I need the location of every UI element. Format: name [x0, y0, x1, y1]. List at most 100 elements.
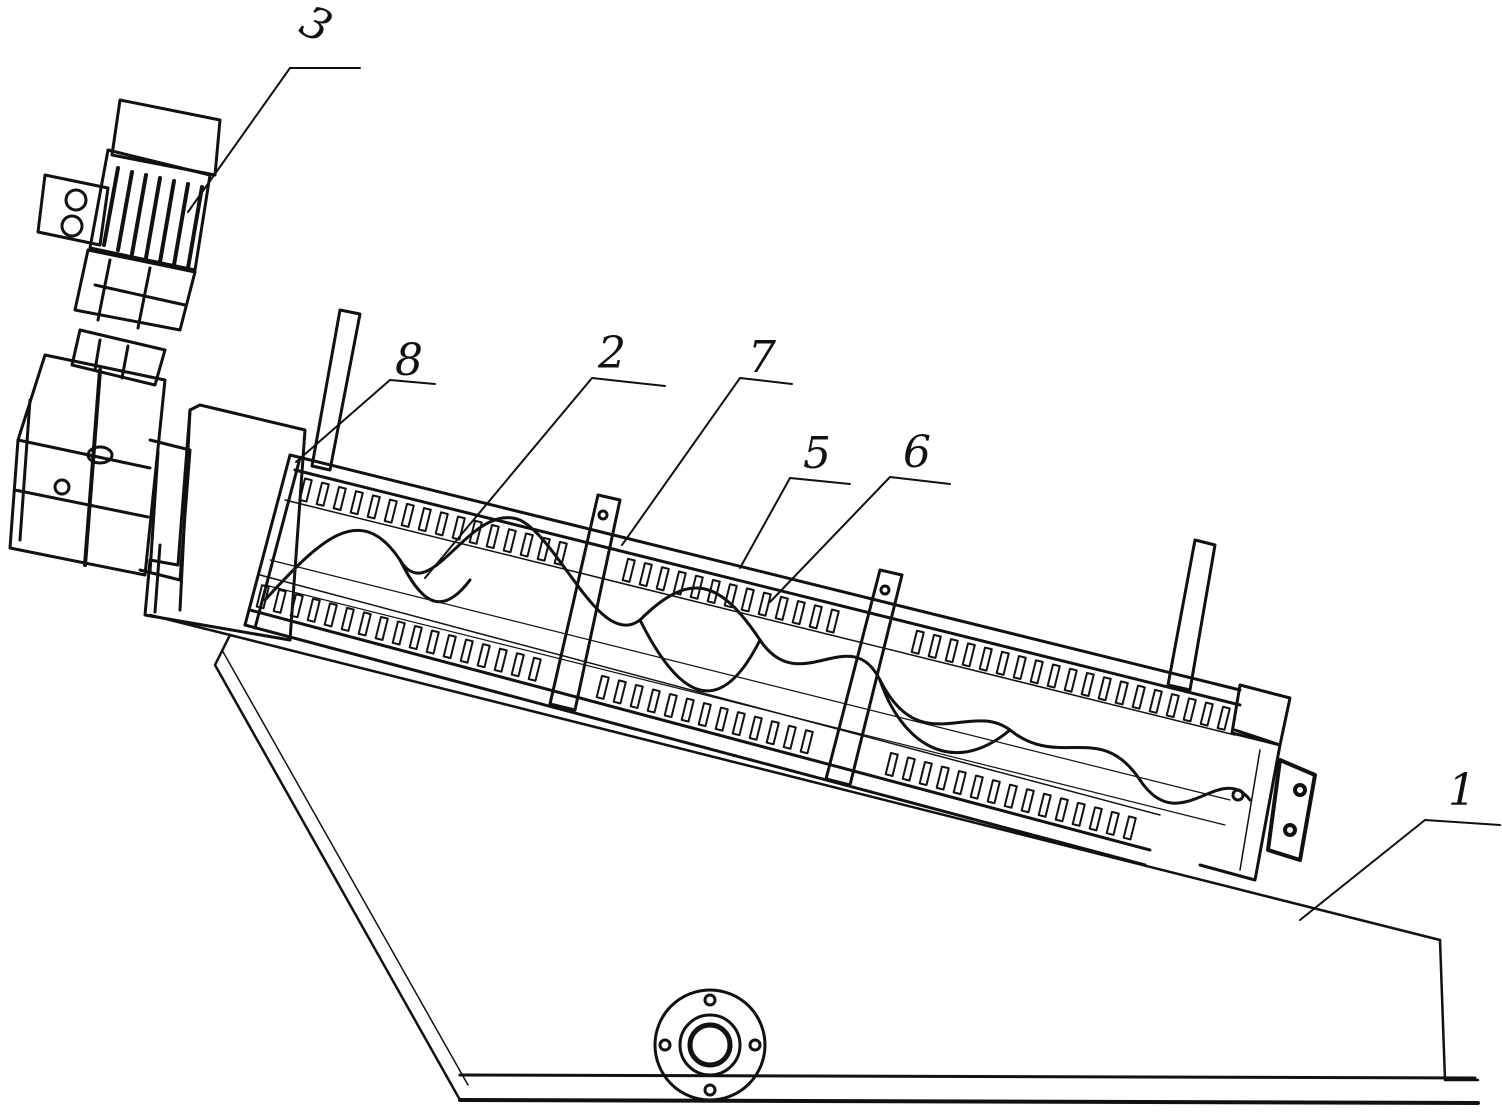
callout-1: 1 [1448, 765, 1476, 816]
screen-slot [1046, 663, 1061, 689]
screen-slot [969, 774, 984, 800]
screen-slot [791, 600, 806, 626]
screen-slot [808, 604, 823, 630]
screen-slot [408, 625, 423, 651]
screen-slot [425, 629, 440, 655]
screen-slot [289, 593, 304, 619]
callout-2: 2 [597, 328, 626, 379]
screen-slot [1148, 688, 1163, 714]
screen-slot [1071, 801, 1086, 827]
screen-slot [1097, 676, 1112, 702]
screw-flight [263, 516, 1252, 826]
screen-slot [1199, 701, 1214, 727]
screen-slot [1114, 680, 1129, 706]
screen-slot [884, 751, 899, 777]
screen-slot [553, 540, 568, 566]
screen-slot [621, 557, 636, 583]
screen-slot [731, 711, 746, 737]
screen-slot [349, 490, 364, 516]
screen-slot [782, 724, 797, 750]
screen-slot [765, 720, 780, 746]
gearbox [70, 248, 197, 387]
screen-slot [417, 507, 432, 533]
screen-slot [1054, 797, 1069, 823]
screen-slot [366, 494, 381, 520]
screen-slot [612, 679, 627, 705]
screen-slot [825, 608, 840, 634]
inlet-box [143, 403, 307, 642]
screen-slot [323, 602, 338, 628]
screen-slot [1122, 815, 1137, 841]
reducer-housing [8, 353, 192, 582]
screen-slot [536, 536, 551, 562]
screen-slot [468, 519, 483, 545]
screen-slot [1131, 684, 1146, 710]
screen-slot [918, 760, 933, 787]
leader-lines [187, 67, 1501, 921]
screen-slot [978, 646, 993, 672]
screen-slot [1182, 697, 1197, 723]
screen-slot [1037, 792, 1052, 818]
screen-slot [901, 756, 916, 782]
drain-flange [653, 988, 767, 1102]
screen-slot [638, 562, 653, 588]
screen-slot [357, 611, 372, 637]
screen-slot [1216, 705, 1231, 731]
screen-slot [527, 656, 542, 682]
screen-slot [298, 477, 313, 503]
screen-slot [340, 606, 355, 632]
screen-slot [476, 643, 491, 669]
screen-slot [961, 642, 976, 668]
support-plates [310, 308, 1217, 787]
screen-cylinder [243, 453, 1242, 867]
screen-slot [714, 706, 729, 732]
discharge-end [1198, 683, 1317, 882]
screen-slot [391, 620, 406, 646]
screen-slot [646, 688, 661, 714]
screen-slot [995, 650, 1010, 676]
screen-slot [502, 528, 517, 554]
screen-slot [663, 693, 678, 719]
screen-slot [383, 498, 398, 524]
callout-3: 3 [293, 0, 340, 54]
screen-slot [799, 729, 814, 755]
screen-slot [485, 523, 500, 550]
callout-5: 5 [803, 428, 831, 479]
screen-slot [1105, 810, 1120, 836]
screen-slot [374, 615, 389, 641]
screen-slot [1080, 671, 1095, 697]
screen-slot [451, 515, 466, 541]
screen-slot [910, 629, 925, 655]
screen-slot [306, 597, 321, 623]
screen-slot [1165, 693, 1180, 719]
screen-slot [774, 595, 789, 621]
screen-slot [595, 674, 610, 700]
screen-slot [952, 770, 967, 796]
screen-slot [986, 779, 1001, 805]
screen-slot [400, 502, 415, 528]
screen-slot [493, 647, 508, 673]
screen-slot [459, 638, 474, 664]
screen-slot [272, 588, 287, 614]
screen-slot [680, 697, 695, 723]
drive-motor [36, 98, 222, 272]
screen-slot [1029, 659, 1044, 685]
screen-slot [935, 765, 950, 791]
callout-7: 7 [748, 332, 776, 383]
screen-slot [434, 511, 449, 537]
screen-slot [757, 591, 772, 617]
screen-slot [510, 652, 525, 678]
screen-slot [944, 638, 959, 664]
screen-slot [629, 683, 644, 709]
base-frame [148, 613, 1480, 1105]
callout-6: 6 [903, 427, 931, 478]
screen-slot [1020, 788, 1035, 814]
screen-slot [655, 566, 670, 592]
screen-slot [1088, 806, 1103, 832]
screen-slot [1003, 783, 1018, 809]
screen-slot [697, 702, 712, 728]
screen-slots [255, 477, 1231, 841]
screen-slot [740, 587, 755, 613]
screen-slot [1063, 667, 1078, 693]
